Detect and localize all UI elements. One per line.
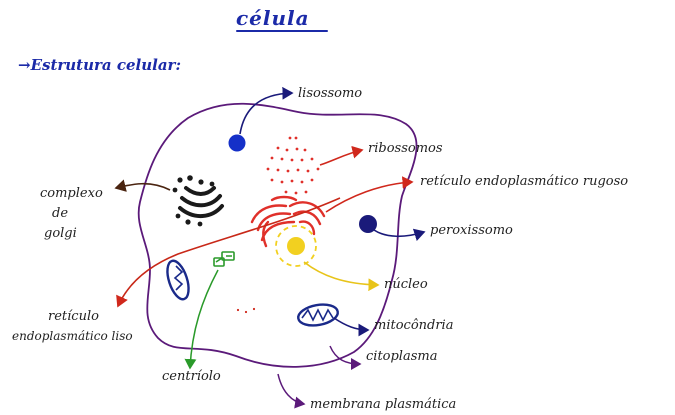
cytoplasm-specks: [237, 308, 255, 313]
label-smooth-er-line1: retículo: [48, 310, 99, 323]
label-plasma-membrane: membrana plasmática: [310, 398, 456, 411]
label-nucleus: núcleo: [384, 278, 428, 291]
centriole: [214, 252, 234, 266]
label-golgi-line3: golgi: [44, 227, 77, 240]
label-lysosome: lisossomo: [298, 87, 362, 100]
centriole-arrow: [190, 270, 218, 368]
nucleolus: [287, 237, 305, 255]
label-mitochondria: mitocôndria: [374, 319, 453, 332]
lysosome: [229, 135, 246, 152]
membrane-arrow: [278, 374, 304, 404]
mitochondria-arrow: [334, 318, 368, 330]
label-cytoplasm: citoplasma: [366, 350, 437, 363]
label-centriole: centríolo: [162, 370, 221, 383]
lysosome-arrow: [240, 93, 292, 134]
label-rough-er: retículo endoplasmático rugoso: [420, 175, 628, 188]
nucleus-arrow: [304, 262, 378, 285]
peroxisome-arrow: [374, 230, 424, 236]
label-ribosomes: ribossomos: [368, 142, 443, 155]
rough-er-arrow: [326, 182, 412, 212]
label-peroxisome: peroxissomo: [430, 224, 513, 237]
label-golgi-line2: de: [52, 207, 68, 220]
label-golgi-line1: complexo: [40, 187, 103, 200]
mitochondrion-right: [297, 302, 340, 329]
rough-endoplasmic-reticulum: [252, 197, 324, 246]
golgi-complex: [180, 188, 222, 216]
mitochondrion-left: [163, 258, 192, 302]
ribosomes: [267, 137, 320, 195]
label-smooth-er-line2: endoplasmático liso: [12, 330, 133, 342]
ribosomes-arrow: [320, 150, 362, 165]
golgi-vesicles: [173, 175, 215, 226]
